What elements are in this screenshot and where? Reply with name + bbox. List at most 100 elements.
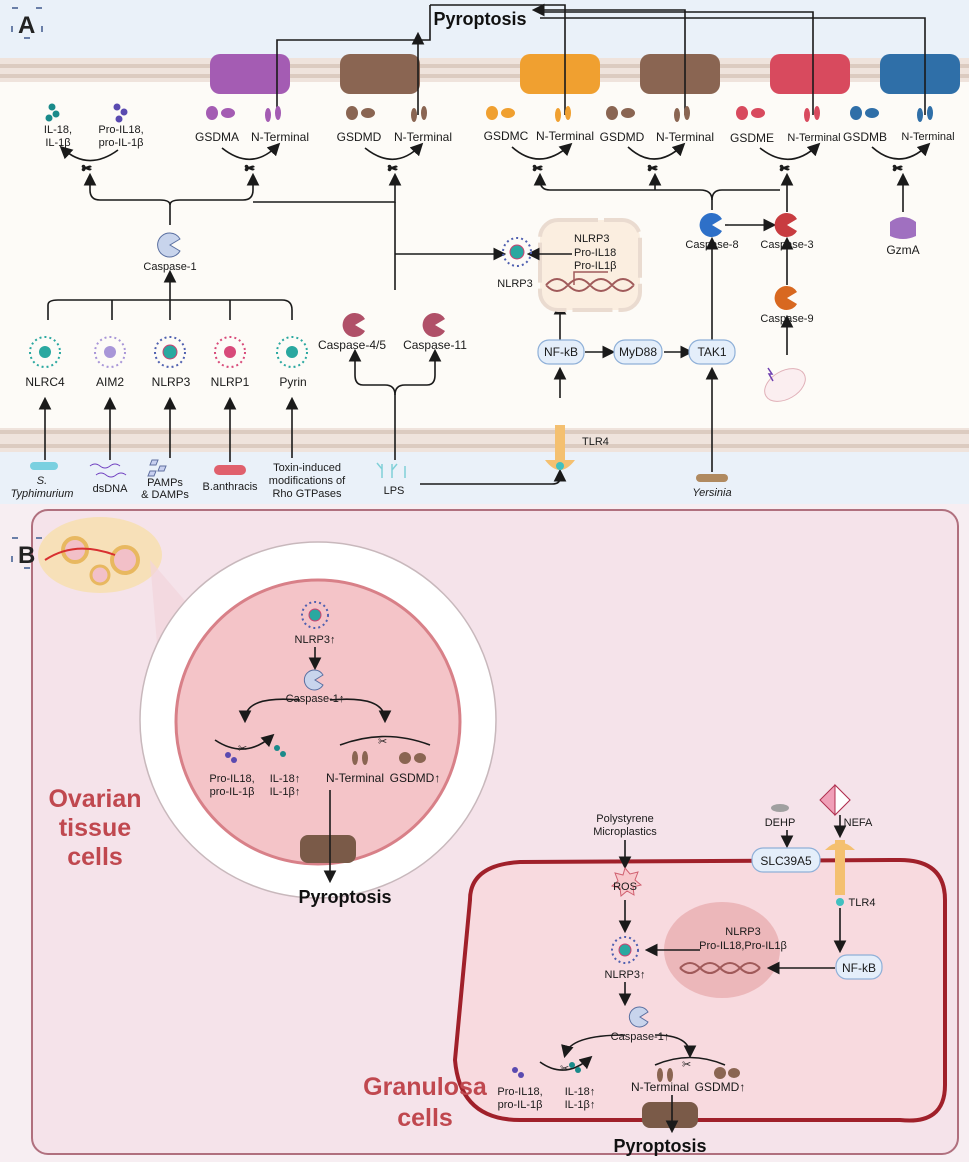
label: Pyroptosis: [298, 887, 391, 907]
nlrp3-cytoplasmic: NLRP3: [497, 237, 533, 290]
granulosa-cell: NLRP3 Pro-IL18,Pro-IL1β: [452, 857, 947, 1123]
panel-label-a: A: [11, 7, 43, 39]
label: Pro-IL18,: [98, 124, 143, 136]
nfkb-box: [835, 954, 883, 980]
label: Caspase-4/5: [318, 338, 386, 352]
granulosa-title: Granulosa: [363, 1073, 488, 1101]
stimuli: S. Typhimurium dsDNA PAMPs & DAMPs B.ant…: [11, 459, 732, 501]
label: Caspase-11: [403, 338, 467, 352]
cytoplasm: [0, 82, 969, 428]
pyrin-icon: [276, 336, 308, 368]
gzma-icon: [890, 217, 916, 239]
panel-a: A Pyroptosis: [0, 0, 969, 504]
label: Caspase-1↑: [286, 693, 345, 705]
label: Caspase-1↑: [611, 1031, 670, 1043]
label: N-Terminal: [326, 771, 384, 785]
label: IL-1β: [45, 137, 70, 149]
caspase-1-icon: [303, 669, 324, 691]
svg-text:✂: ✂: [780, 163, 789, 175]
mitochondrion-icon: [764, 367, 806, 402]
gsdme-pore: [770, 54, 850, 94]
label: S.: [37, 475, 47, 487]
label: MyD88: [619, 345, 657, 359]
label: TLR4: [582, 436, 609, 448]
nlrp3-icon: [301, 601, 329, 629]
nlrp3-icon: [611, 936, 639, 964]
cleavage-scissors: ✂ ✂ ✂ ✂ ✂ ✂ ✂: [59, 142, 931, 176]
label: Caspase-9: [760, 313, 813, 325]
svg-text:✂: ✂: [648, 163, 657, 175]
label: NF-kB: [842, 961, 876, 975]
label: & DAMPs: [141, 489, 189, 501]
label: NLRP3↑: [295, 634, 336, 646]
label: N-Terminal: [631, 1080, 689, 1094]
label: N-Terminal: [901, 131, 954, 143]
label: NLRP3: [497, 278, 532, 290]
gsdmd-pore-2: [640, 54, 720, 94]
label: GSDMD↑: [390, 771, 441, 785]
label: Pro-IL18: [574, 247, 616, 259]
label: IL-1β↑: [565, 1099, 596, 1111]
label: NLRP3: [725, 926, 760, 938]
pore-to-pyroptosis-arrows: [276, 3, 926, 115]
svg-text:✂: ✂: [82, 163, 91, 175]
label: SLC39A5: [760, 854, 812, 868]
salmonella-icon: [30, 462, 58, 470]
label: Caspase-1: [143, 261, 196, 273]
ovarian-title: Ovarian: [48, 785, 141, 813]
label: A: [18, 12, 35, 39]
label: IL-18↑: [565, 1086, 596, 1098]
extracellular-bottom: [0, 452, 969, 504]
label: Pro-IL1β: [574, 260, 616, 272]
svg-text:✂: ✂: [378, 736, 387, 748]
caspase-11: Caspase-11: [403, 312, 467, 352]
yersinia-icon: [696, 474, 728, 482]
label: dsDNA: [93, 483, 129, 495]
bacillus-icon: [214, 465, 246, 475]
caspase-1: Caspase-1: [143, 232, 197, 273]
caspase-9-icon: [774, 285, 797, 310]
label: Polystyrene: [596, 813, 653, 825]
myd88-box: [613, 339, 663, 365]
tak1-box: [688, 339, 736, 365]
label: B.anthracis: [202, 481, 258, 493]
pyroptosis-title: Pyroptosis: [433, 9, 526, 29]
label: N-Terminal: [787, 132, 840, 144]
nucleus: NLRP3 Pro-IL18 Pro-IL1β: [538, 218, 642, 312]
gsdmb-pore: [880, 54, 960, 94]
svg-text:✂: ✂: [682, 1059, 691, 1071]
label: N-Terminal: [536, 129, 594, 143]
label: Pro-IL18,: [209, 773, 254, 785]
tlr4-receptor: [825, 840, 855, 906]
svg-text:✂: ✂: [238, 743, 247, 755]
label: NLRC4: [25, 375, 65, 389]
dehp-icon: [771, 804, 789, 812]
label: LPS: [384, 485, 405, 497]
label: pro-IL-1β: [210, 786, 255, 798]
label: GSDMB: [843, 130, 887, 144]
label: Pyrin: [279, 375, 306, 389]
label: Caspase-8: [685, 239, 738, 251]
label: N-Terminal: [394, 130, 452, 144]
ros-icon: [610, 866, 643, 897]
ovarian-tissue-cell: NLRP3↑ Caspase-1↑ ✂ ✂ Pro-IL18, pro-IL-1…: [139, 541, 497, 907]
gasdermin-pores: [210, 54, 960, 94]
tlr4-receptor: [545, 425, 575, 470]
protein-icons: [45, 103, 933, 123]
caspase-8-icon: [699, 212, 722, 237]
label: N-Terminal: [251, 130, 309, 144]
caspase-8: Caspase-8: [685, 212, 739, 251]
gsdmc-pore: [520, 54, 600, 94]
svg-text:✂: ✂: [893, 163, 902, 175]
label: GSDMA: [195, 130, 239, 144]
caspase-9: Caspase-9: [760, 285, 814, 325]
label: TAK1: [697, 345, 726, 359]
svg-text:✂: ✂: [388, 163, 397, 175]
label: modifications of: [269, 475, 346, 487]
caspase-3: Caspase-3: [760, 212, 814, 251]
label: Rho GTPases: [272, 488, 342, 500]
slc39a5-box: [751, 847, 821, 873]
label: tissue: [59, 814, 131, 842]
